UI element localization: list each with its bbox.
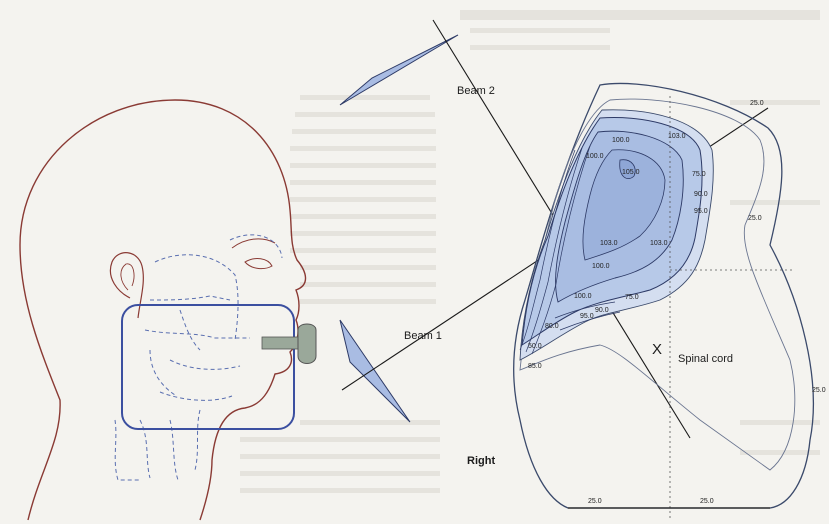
treatment-field-box xyxy=(122,305,294,429)
beam2-label: Beam 2 xyxy=(457,85,495,97)
iso-label: 25.0 xyxy=(812,387,826,394)
iso-label: 75.0 xyxy=(625,294,639,301)
background-page-text xyxy=(240,10,820,493)
ear-inner xyxy=(121,264,134,290)
iso-label: 50.0 xyxy=(528,343,542,350)
wedges xyxy=(340,35,458,422)
iso-label: 100.0 xyxy=(574,293,592,300)
iso-label: 75.0 xyxy=(692,171,706,178)
iso-label: 85.0 xyxy=(528,363,542,370)
wedge-beam2 xyxy=(340,35,458,105)
spinal-cord-marker: X xyxy=(652,341,662,358)
iso-label: 80.0 xyxy=(545,323,559,330)
iso-label: 25.0 xyxy=(750,100,764,107)
right-side-label: Right xyxy=(467,455,495,467)
iso-label: 25.0 xyxy=(748,215,762,222)
iso-label: 105.0 xyxy=(622,169,640,176)
iso-label: 100.0 xyxy=(612,137,630,144)
wedge-beam1 xyxy=(340,320,410,422)
iso-label: 103.0 xyxy=(600,240,618,247)
iso-label: 25.0 xyxy=(588,498,602,505)
bolus-block xyxy=(298,324,316,364)
iso-label: 100.0 xyxy=(586,153,604,160)
iso-label: 95.0 xyxy=(580,313,594,320)
iso-label: 90.0 xyxy=(694,191,708,198)
dashed-anatomy xyxy=(115,235,282,480)
iso-label: 90.0 xyxy=(595,307,609,314)
spinal-cord-label: Spinal cord xyxy=(678,353,733,365)
eye xyxy=(245,259,272,269)
iso-label: 103.0 xyxy=(668,133,686,140)
iso-label: 95.0 xyxy=(694,208,708,215)
iso-label: 25.0 xyxy=(700,498,714,505)
iso-label: 103.0 xyxy=(650,240,668,247)
beam1-label: Beam 1 xyxy=(404,330,442,342)
iso-label: 100.0 xyxy=(592,263,610,270)
brow xyxy=(232,239,275,248)
bolus-stem xyxy=(262,337,302,349)
